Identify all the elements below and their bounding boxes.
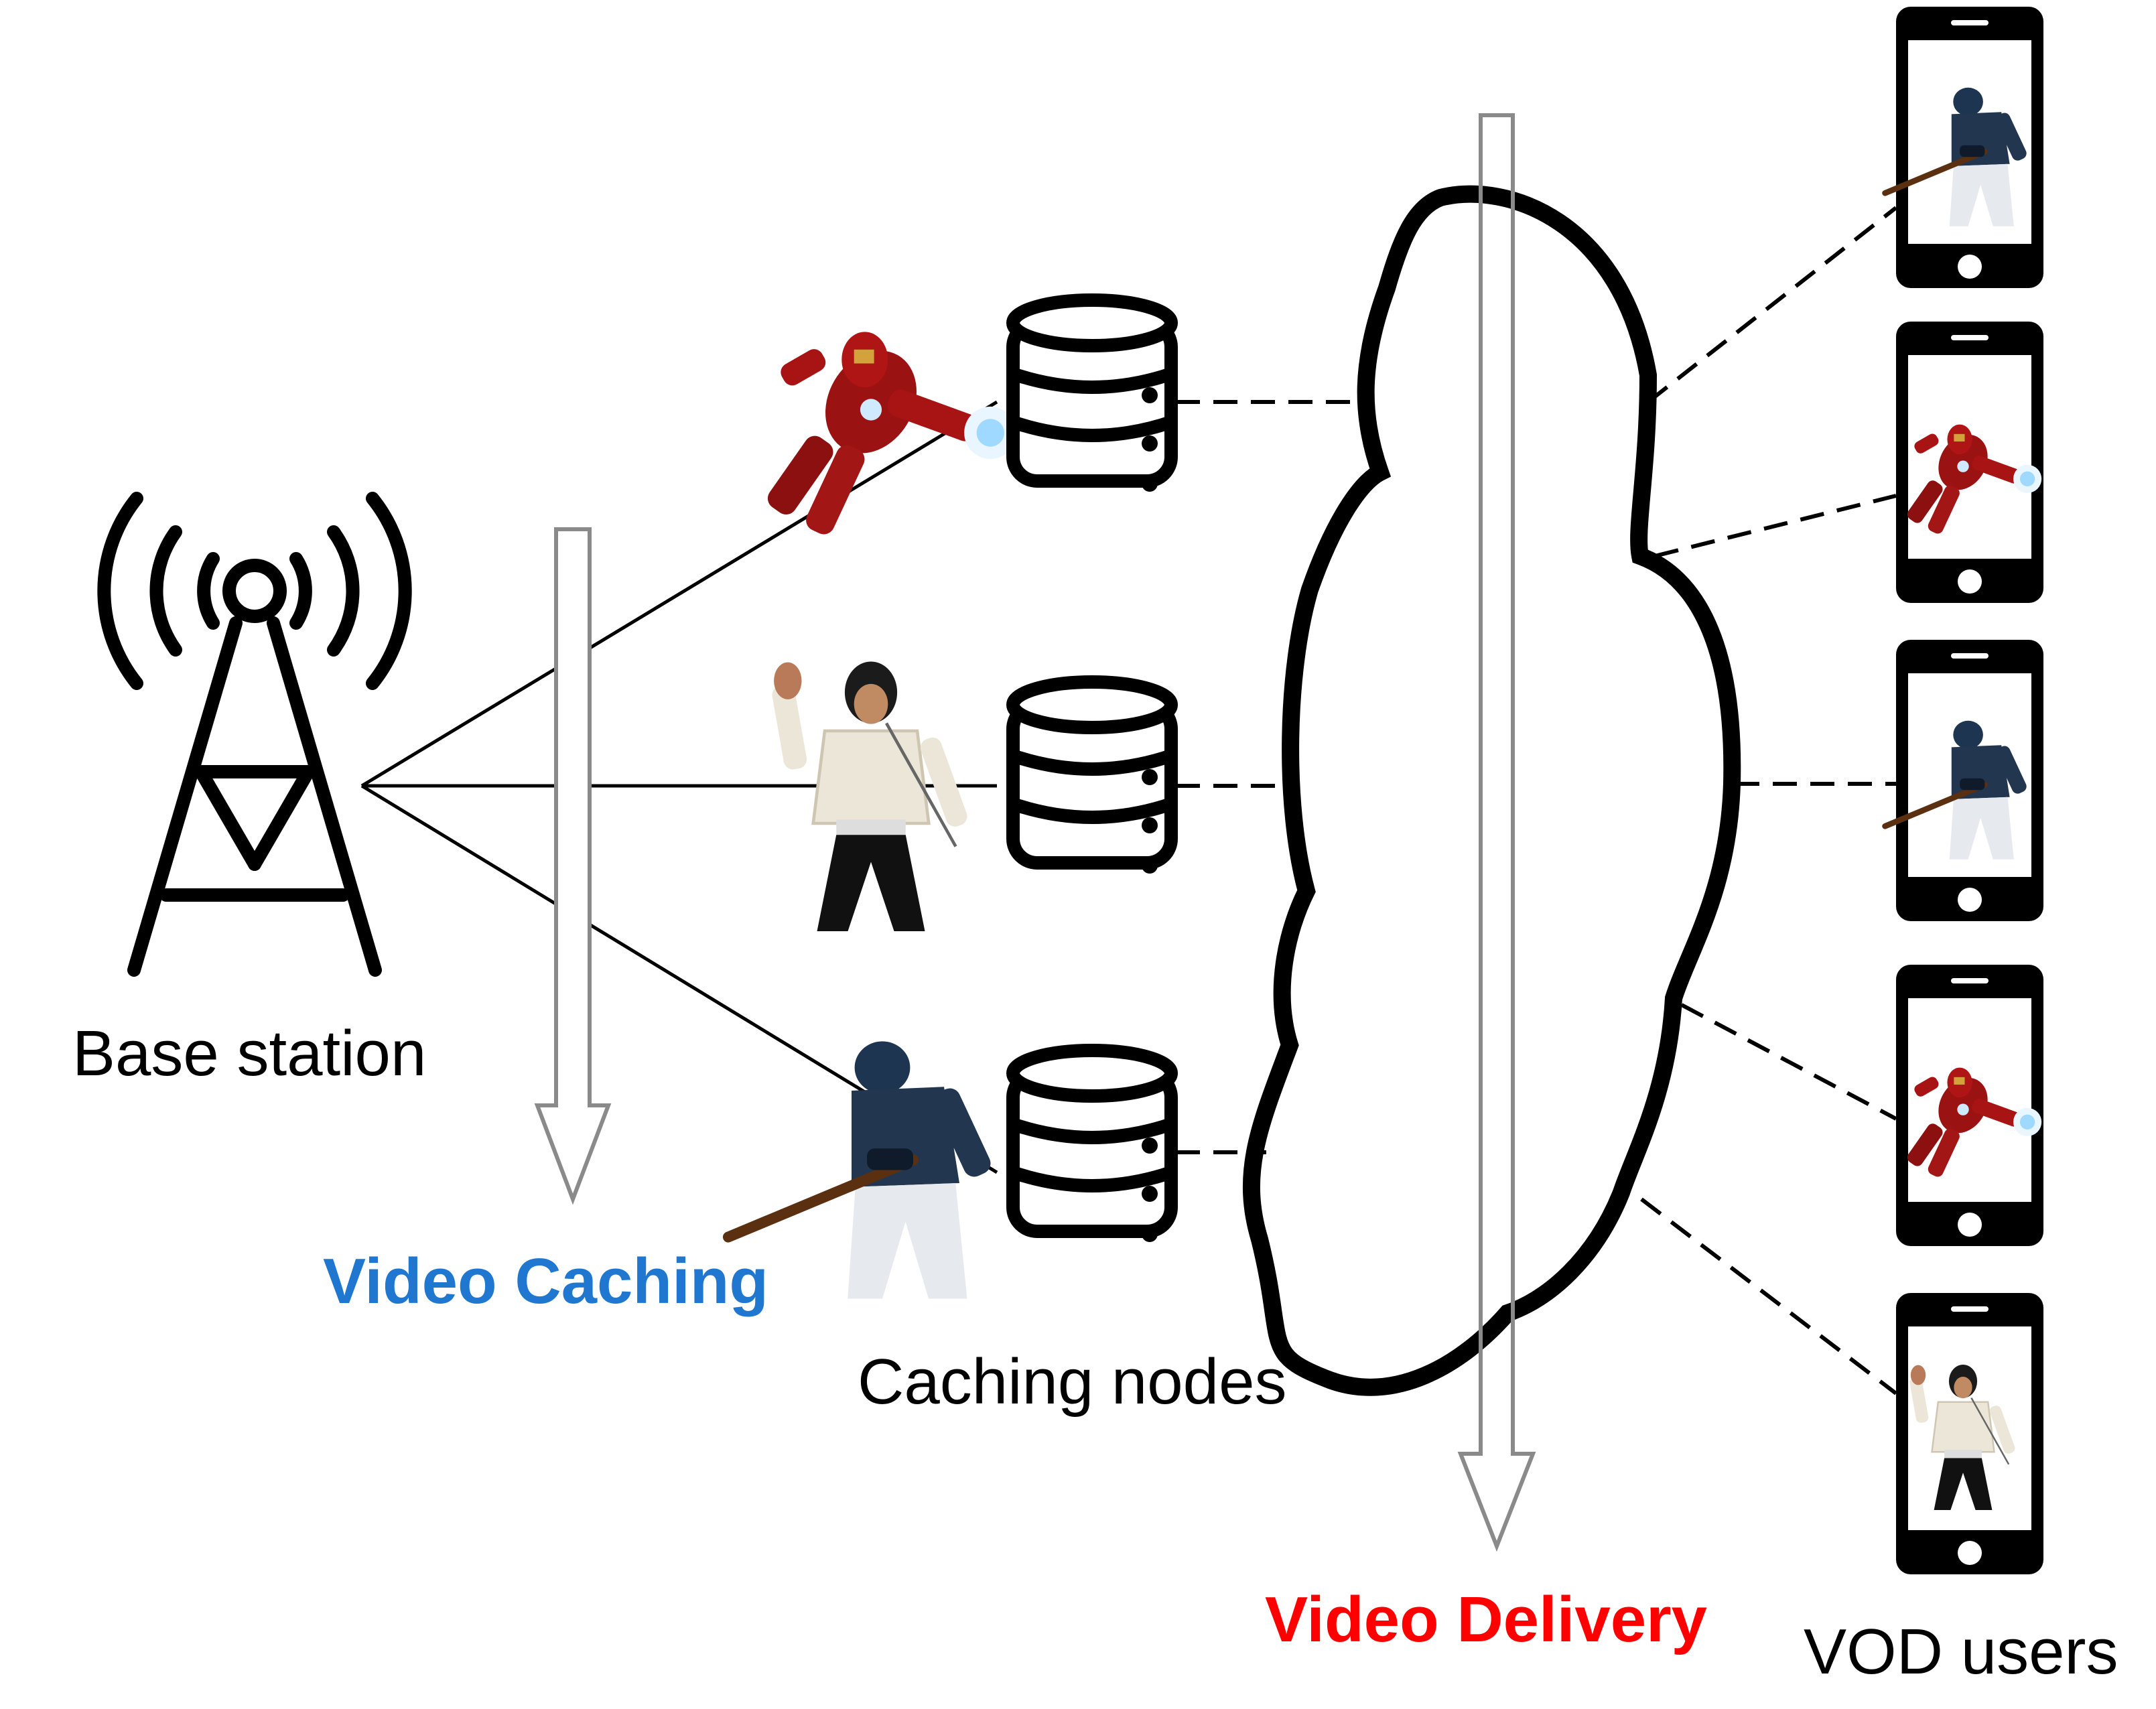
network-cloud xyxy=(1242,185,1741,1396)
database-icon xyxy=(1013,682,1171,874)
vod-users-label: VOD users xyxy=(1804,1616,2118,1688)
database-icon xyxy=(1013,300,1171,492)
base-station-icon xyxy=(97,492,412,977)
caching-node-1 xyxy=(763,300,1171,538)
caching-node-3 xyxy=(728,1041,1171,1298)
vod-user-3 xyxy=(1885,640,2043,921)
video-delivery-label: Video Delivery xyxy=(1265,1584,1707,1655)
vod-user-5 xyxy=(1896,1293,2043,1574)
singer-icon xyxy=(770,662,969,932)
video-caching-label: Video Caching xyxy=(323,1245,768,1317)
vod-user-4 xyxy=(1896,965,2043,1246)
caching-nodes-label: Caching nodes xyxy=(858,1346,1286,1418)
video-delivery-arrow xyxy=(1457,113,1536,1552)
caching-node-2 xyxy=(770,662,1171,932)
vod-user-1 xyxy=(1885,7,2043,288)
base-station-label: Base station xyxy=(72,1018,426,1089)
video-caching-arrow xyxy=(534,527,612,1205)
node-cloud-links xyxy=(1176,400,1373,1154)
iron-man-icon xyxy=(763,332,1017,538)
database-icon xyxy=(1013,1050,1171,1242)
vod-user-2 xyxy=(1896,322,2043,603)
cloud-user-links xyxy=(1640,206,1897,1395)
